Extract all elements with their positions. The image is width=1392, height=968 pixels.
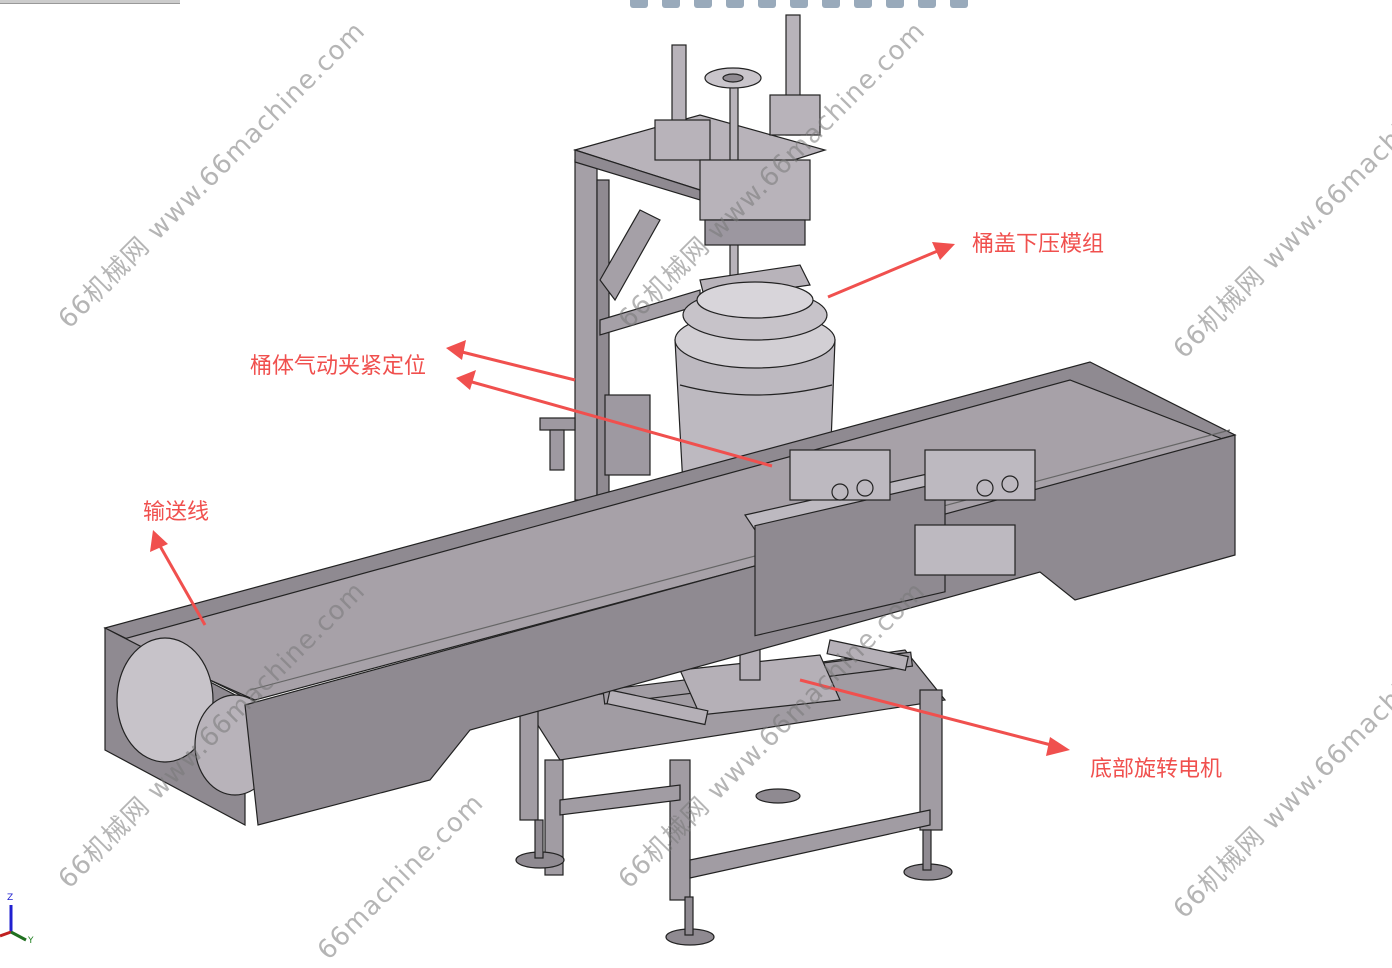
display-style-icon[interactable] — [822, 0, 840, 8]
clamp-cylinder-left — [539, 394, 651, 476]
axis-y-label: Y — [28, 936, 34, 946]
annotation-lid-press: 桶盖下压模组 — [972, 232, 1105, 257]
axis-triad-icon — [0, 905, 27, 942]
dynamic-annotation-icon[interactable] — [758, 0, 776, 8]
axis-z-label: Z — [7, 893, 14, 903]
zoom-to-fit-icon[interactable] — [630, 0, 648, 8]
conveyor-line — [103, 361, 1237, 827]
document-tab-strip[interactable] — [0, 0, 180, 4]
hide-show-icon[interactable] — [854, 0, 872, 8]
section-view-icon[interactable] — [726, 0, 744, 8]
zoom-area-icon[interactable] — [662, 0, 680, 8]
view-orientation-icon[interactable] — [790, 0, 808, 8]
leveling-feet — [515, 788, 953, 946]
annotation-clamp: 桶体气动夹紧定位 — [250, 354, 427, 379]
edit-appearance-icon[interactable] — [886, 0, 904, 8]
clamp-cylinder-front — [744, 449, 1036, 637]
heads-up-view-toolbar[interactable] — [630, 0, 968, 8]
previous-view-icon[interactable] — [694, 0, 712, 8]
annotation-conveyor: 输送线 — [143, 500, 210, 525]
annotation-arrows — [150, 242, 1070, 756]
apply-scene-icon[interactable] — [918, 0, 936, 8]
view-settings-icon[interactable] — [950, 0, 968, 8]
annotation-motor: 底部旋转电机 — [1090, 757, 1223, 782]
